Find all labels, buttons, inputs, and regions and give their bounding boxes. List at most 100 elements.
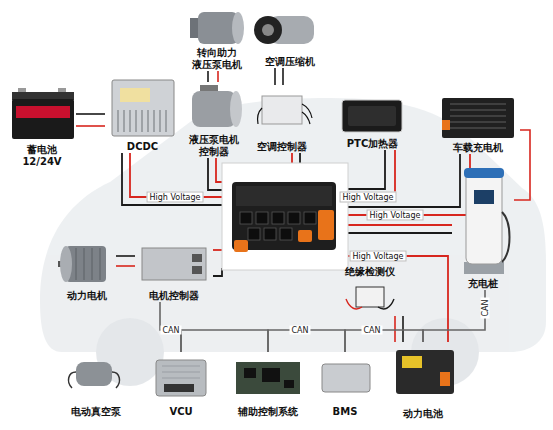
motor-controller-icon bbox=[142, 248, 206, 280]
wire-connector bbox=[181, 330, 268, 352]
bms-case bbox=[322, 364, 370, 392]
component-node: 车载充电机 bbox=[435, 90, 520, 154]
controller-case bbox=[262, 96, 302, 124]
wire-connector bbox=[282, 68, 284, 85]
charging-pile-icon bbox=[464, 168, 510, 274]
pump-controller-icon bbox=[192, 85, 242, 127]
monitor-lead bbox=[378, 299, 394, 309]
hv-wire bbox=[348, 154, 470, 215]
connector bbox=[272, 212, 284, 224]
wire-connector bbox=[345, 330, 423, 352]
voltage-tag: High Voltage bbox=[350, 251, 407, 262]
monitor-case bbox=[356, 287, 384, 307]
component-label: 动力电机 bbox=[67, 290, 107, 302]
board bbox=[236, 362, 300, 394]
component-label: 转向助力 液压泵电机 bbox=[182, 47, 252, 71]
wire-connector bbox=[207, 71, 209, 82]
component-label: VCU bbox=[169, 406, 192, 418]
component-node: 转向助力 液压泵电机 bbox=[182, 5, 252, 71]
pack-sticker bbox=[402, 356, 422, 368]
wire-connector bbox=[394, 316, 396, 342]
component-node: PTC加热器 bbox=[335, 92, 410, 150]
component-label: 车载充电机 bbox=[453, 142, 503, 154]
wire-connector bbox=[402, 316, 404, 342]
component-label: DCDC bbox=[127, 141, 158, 153]
hv-wire bbox=[348, 224, 452, 226]
hv-wire bbox=[213, 249, 222, 251]
voltage-tag: High Voltage bbox=[147, 192, 204, 203]
pile-screen bbox=[474, 190, 494, 204]
component-node: 动力电池 bbox=[388, 342, 458, 420]
wire-connector bbox=[514, 130, 530, 200]
component-label: 电动真空泵 bbox=[71, 406, 121, 418]
pdu-body bbox=[232, 182, 336, 250]
bus-label: CAN bbox=[481, 297, 490, 318]
hv-connector bbox=[234, 240, 248, 252]
wire-connector bbox=[268, 330, 345, 352]
connector bbox=[288, 212, 300, 224]
connector bbox=[248, 228, 260, 240]
monitor-lead bbox=[346, 299, 362, 309]
wire-connector bbox=[116, 255, 135, 257]
heater-panel bbox=[348, 106, 396, 126]
component-node: 电机控制器 bbox=[135, 240, 213, 302]
pack-port bbox=[440, 372, 450, 386]
component-label: PTC加热器 bbox=[347, 138, 399, 150]
component-node: 充电桩 bbox=[452, 165, 514, 290]
wire-connector bbox=[217, 71, 219, 82]
component-node: 空调压缩机 bbox=[255, 8, 325, 68]
component-node: 液压泵电机 控制器 bbox=[182, 82, 246, 158]
chip bbox=[262, 368, 280, 382]
converter-icon bbox=[112, 80, 174, 136]
lv-wire bbox=[348, 154, 460, 207]
pulley-hub bbox=[262, 24, 274, 36]
battery-lid bbox=[12, 92, 74, 100]
lv-wire bbox=[213, 268, 222, 276]
compressor-icon bbox=[254, 16, 314, 44]
hv-connector bbox=[298, 230, 312, 242]
lv-wire bbox=[348, 150, 385, 189]
charger-port bbox=[442, 120, 450, 130]
component-node: DCDC bbox=[105, 75, 180, 153]
vcu-case bbox=[156, 360, 206, 396]
component-label: 空调压缩机 bbox=[265, 56, 315, 68]
wire-connector bbox=[76, 113, 105, 115]
lv-wire bbox=[122, 153, 222, 205]
component-node: 电动真空泵 bbox=[62, 352, 130, 418]
ac-controller-icon bbox=[258, 96, 313, 124]
component-label: 12/24V bbox=[22, 156, 61, 168]
connector bbox=[280, 228, 292, 240]
hv-wire bbox=[216, 158, 222, 182]
aux-board-icon bbox=[236, 362, 300, 394]
bus-label: CAN bbox=[361, 326, 382, 335]
component-node: 辅助控制系统 bbox=[228, 352, 308, 418]
pump-motor-icon bbox=[190, 12, 244, 44]
component-label: 空调控制器 bbox=[257, 141, 307, 153]
wire-connector bbox=[423, 290, 485, 342]
component-label: 蓄电池 bbox=[27, 144, 57, 156]
controller-case bbox=[142, 248, 206, 280]
charger-case bbox=[442, 98, 514, 138]
battery-case bbox=[12, 99, 74, 139]
vcu-ridges bbox=[162, 366, 200, 378]
chip bbox=[244, 368, 256, 378]
controller-body bbox=[192, 91, 236, 127]
component-label: 电机控制器 bbox=[149, 290, 199, 302]
connector bbox=[240, 212, 252, 224]
vcu-icon bbox=[156, 360, 206, 396]
wire-connector bbox=[116, 265, 135, 267]
pdu-panel bbox=[222, 163, 348, 270]
pdu-lid bbox=[236, 186, 332, 206]
component-label: BMS bbox=[333, 406, 358, 418]
vcu-connector bbox=[164, 384, 194, 392]
pile-cable bbox=[502, 212, 510, 262]
controller-port bbox=[192, 254, 202, 262]
traction-motor-icon bbox=[58, 246, 106, 282]
component-node: 动力电机 bbox=[58, 238, 116, 302]
pump-hose bbox=[69, 372, 120, 388]
wire-connector bbox=[274, 68, 276, 85]
